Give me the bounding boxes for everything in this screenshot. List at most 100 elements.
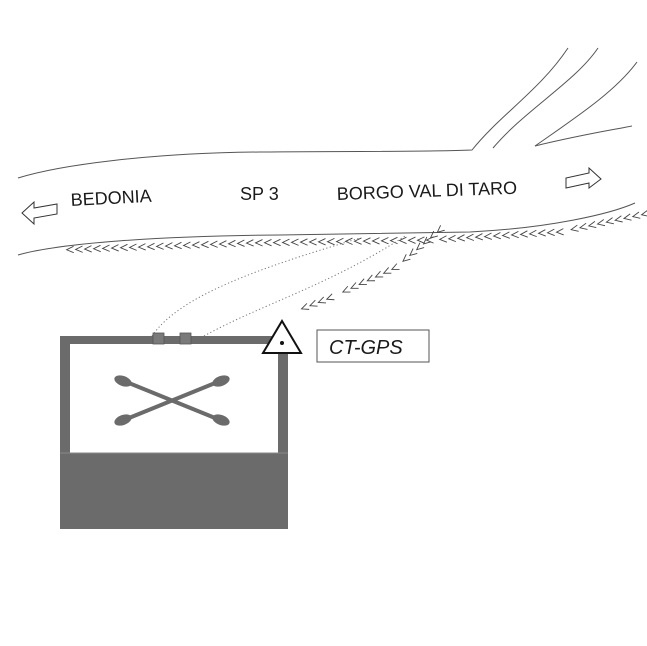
chevron-mark	[164, 242, 173, 250]
chevron-mark	[227, 239, 236, 248]
chevron-mark	[308, 299, 318, 307]
chevron-mark	[362, 237, 371, 245]
label-bedonia: BEDONIA	[70, 186, 152, 210]
chevron-mark	[119, 243, 128, 252]
chevron-mark	[308, 238, 317, 246]
chevron-mark	[191, 241, 200, 249]
chevron-mark	[209, 240, 218, 248]
chevron-mark	[596, 219, 606, 227]
chevron-mark	[374, 270, 384, 278]
dotted-line-2	[203, 235, 406, 337]
building-base	[60, 453, 288, 529]
chevron-mark	[570, 224, 579, 232]
chevron-mark	[245, 239, 254, 247]
chevron-mark	[325, 293, 335, 301]
chevron-mark	[537, 229, 546, 237]
chevron-mark	[300, 303, 310, 310]
chevron-mark	[429, 230, 438, 239]
chevron-mark	[182, 241, 191, 249]
chevron-mark	[465, 233, 475, 241]
chevron-mark	[317, 296, 327, 304]
arrow-east-icon	[565, 166, 602, 189]
road-south-edge	[17, 202, 636, 256]
chevron-mark	[492, 232, 501, 240]
triangle-station-icon	[261, 319, 303, 354]
chevron-mark	[622, 213, 632, 221]
chevron-mark	[614, 215, 623, 223]
chevron-mark	[358, 278, 367, 286]
chevron-mark	[290, 238, 299, 246]
helipad-x-icon	[114, 375, 230, 426]
chevron-mark	[546, 228, 555, 236]
road-north-edge	[17, 47, 569, 179]
dotted-line-1	[151, 237, 361, 337]
chevron-mark	[415, 242, 425, 251]
chevron-mark	[380, 237, 389, 245]
label-borgo-val-di-taro: BORGO VAL DI TARO	[336, 178, 517, 204]
chevron-mark	[438, 235, 448, 243]
chevron-mark	[326, 237, 335, 246]
chevron-mark	[74, 245, 83, 253]
chevron-mark	[456, 234, 466, 242]
chevron-mark	[436, 225, 445, 233]
road-branch-edge-3	[534, 125, 633, 147]
chevron-mark	[155, 242, 164, 250]
chevron-mark	[555, 228, 564, 236]
chevron-mark	[528, 229, 537, 238]
station-code: CT-GPS	[329, 337, 403, 359]
chevron-mark	[390, 263, 400, 270]
building-roof-bar	[60, 336, 288, 344]
chevron-mark	[483, 232, 492, 240]
road-branch-edge-2	[534, 61, 638, 147]
chevron-route-main	[65, 210, 647, 254]
arrow-west-icon	[21, 200, 58, 226]
gate-post-1	[152, 332, 165, 345]
chevron-mark	[317, 238, 326, 246]
chevron-mark	[605, 217, 614, 225]
chevron-mark	[128, 243, 137, 251]
chevron-mark	[335, 237, 344, 246]
chevron-mark	[200, 240, 209, 249]
chevron-mark	[299, 238, 308, 246]
chevron-mark	[353, 237, 362, 245]
chevron-mark	[137, 243, 146, 251]
chevron-mark	[173, 241, 182, 250]
chevron-mark	[344, 237, 353, 245]
building-left-wall	[60, 336, 70, 456]
chevron-mark	[398, 236, 407, 245]
chevron-mark	[254, 239, 263, 247]
chevron-mark	[146, 242, 155, 251]
chevron-mark	[402, 254, 411, 262]
chevron-mark	[519, 230, 528, 238]
chevron-mark	[578, 222, 588, 230]
chevron-mark	[218, 240, 227, 248]
gate-post-2	[179, 332, 192, 345]
chevron-mark	[510, 230, 519, 239]
chevron-mark	[263, 239, 272, 247]
chevron-mark	[382, 267, 392, 274]
station-label-box: CT-GPS	[316, 329, 430, 363]
chevron-mark	[631, 211, 641, 219]
road-branch-edge	[492, 47, 599, 149]
building-right-wall	[278, 336, 288, 456]
chevron-mark	[349, 282, 359, 289]
chevron-mark	[366, 274, 376, 282]
chevron-mark	[422, 236, 432, 245]
chevron-mark	[92, 244, 101, 253]
chevron-mark	[281, 238, 290, 246]
chevron-mark	[371, 237, 380, 245]
chevron-mark	[236, 239, 245, 247]
chevron-mark	[408, 248, 418, 257]
chevron-mark	[474, 233, 484, 241]
chevron-mark	[65, 245, 74, 254]
chevron-mark	[501, 231, 510, 239]
chevron-mark	[389, 236, 398, 245]
label-road-name: SP 3	[240, 184, 279, 204]
chevron-mark	[587, 220, 597, 229]
chevron-mark	[416, 236, 425, 244]
chevron-mark	[83, 245, 92, 253]
chevron-mark	[272, 238, 281, 247]
chevron-mark	[447, 234, 457, 243]
chevron-mark	[407, 236, 416, 244]
